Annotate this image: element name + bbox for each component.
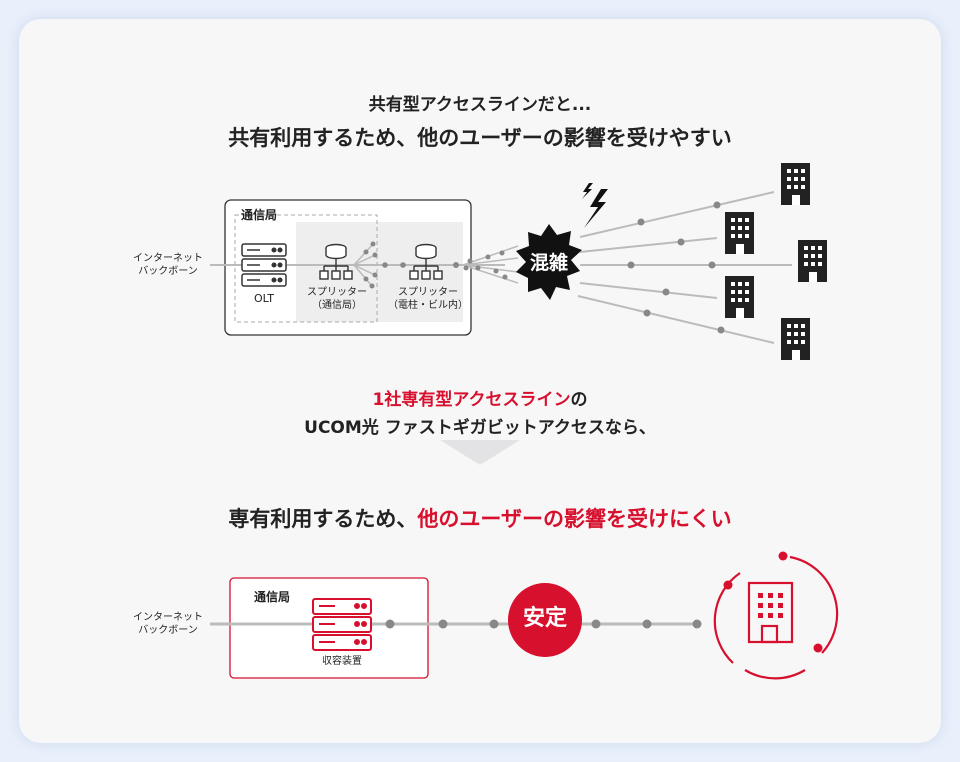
building-icon	[725, 276, 754, 318]
building-icon	[781, 318, 810, 360]
internet-label-line2: バックボーン	[138, 266, 198, 277]
building-ring-icon	[713, 555, 839, 680]
server-icon	[241, 243, 287, 287]
building-icon	[725, 212, 754, 254]
building-icon	[798, 240, 827, 282]
splitter-icon	[409, 243, 443, 280]
line-dot	[453, 262, 459, 268]
dedicated-headline-red: 他のユーザーの影響を受けにくい	[417, 507, 732, 531]
splitter2-label: スプリッター （電柱・ビル内）	[383, 286, 473, 312]
down-arrow-icon	[440, 440, 520, 465]
main-card	[19, 19, 941, 743]
shared-intro: 共有型アクセスラインだと...	[368, 95, 592, 115]
splitter1-label: スプリッター （通信局）	[298, 286, 376, 312]
building-icon	[747, 581, 794, 644]
dedicated-diagram	[210, 551, 839, 680]
dedicated-line-name: 1社専有型アクセスライン	[372, 390, 571, 410]
converging-lines	[462, 245, 519, 284]
station-dashed-box	[234, 214, 378, 323]
building-icon	[781, 163, 810, 205]
splitter2-label-line1: スプリッター	[398, 287, 458, 298]
device-label: 収容装置	[322, 656, 362, 667]
internet-label-bottom-line2: バックボーン	[138, 625, 198, 636]
internet-backbone-label: インターネットバックボーン	[128, 252, 208, 278]
stable-badge	[508, 583, 582, 657]
internet-backbone-label-bottom: インターネットバックボーン	[128, 611, 208, 637]
dedicated-dots	[385, 619, 702, 629]
internet-label-line1: インターネット	[133, 253, 203, 264]
shared-headline: 共有利用するため、他のユーザーの影響を受けやすい	[228, 126, 732, 150]
splitter2-label-line2: （電柱・ビル内）	[388, 300, 468, 311]
lightning-icon	[582, 183, 608, 228]
station-label: 通信局	[241, 208, 278, 222]
splitter1-label-line1: スプリッター	[307, 287, 367, 298]
congestion-label: 混雑	[529, 252, 568, 274]
splitter-icon	[319, 243, 353, 280]
server-icon	[312, 598, 372, 651]
building-windows	[758, 593, 783, 618]
splitter1-label-line2: （通信局）	[312, 300, 362, 311]
ring-dots	[723, 551, 823, 653]
splitter1-branches	[353, 241, 388, 289]
dedicated-headline-black: 専有利用するため、	[228, 507, 418, 531]
line-dot	[400, 262, 406, 268]
dedicated-headline: 専有利用するため、他のユーザーの影響を受けにくい	[0, 503, 960, 533]
dedicated-line-tail: の	[570, 390, 588, 410]
internet-label-bottom-line1: インターネット	[133, 612, 203, 623]
station-label-bottom: 通信局	[254, 590, 291, 604]
shared-diagram	[210, 163, 827, 360]
dedicated-intro: 1社専有型アクセスラインの	[0, 385, 960, 410]
olt-label: OLT	[254, 292, 274, 305]
stable-label: 安定	[522, 606, 567, 631]
service-name: UCOM光 ファストギガビットアクセスなら、	[304, 418, 656, 438]
congestion-burst-icon	[516, 224, 582, 300]
building-lines	[577, 191, 792, 344]
